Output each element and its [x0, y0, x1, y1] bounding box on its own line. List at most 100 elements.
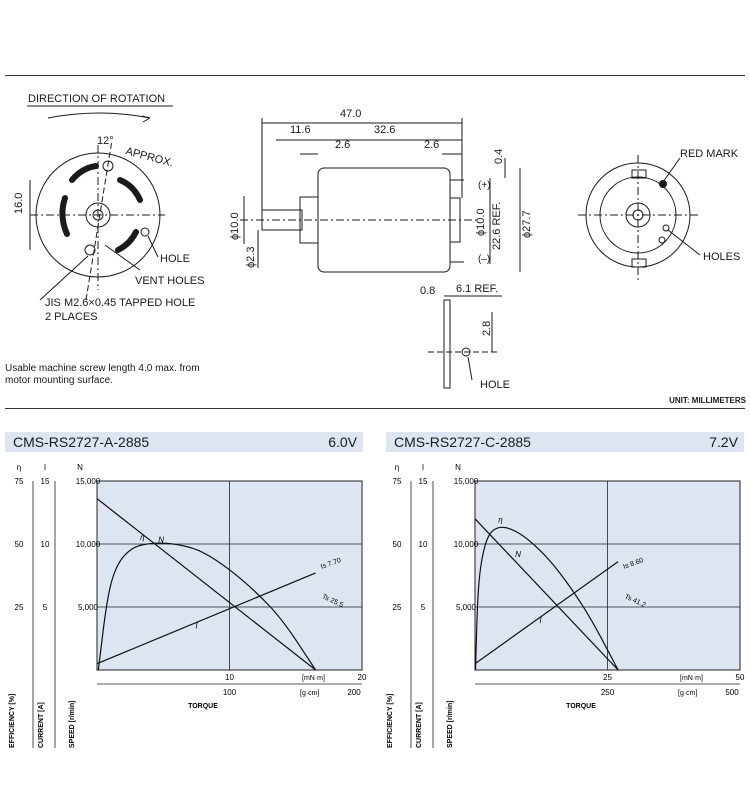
dim32-label: 32.6: [374, 124, 395, 136]
chart-a-series-efficiency: [97, 542, 317, 671]
chart-a-xlabel: TORQUE: [188, 703, 218, 710]
tapped-hole-label: JIS M2.6×0.45 TAPPED HOLE: [45, 297, 195, 309]
dim2b-label: 2.6: [424, 139, 439, 151]
vent-slot-left: [59, 195, 70, 237]
chart-b-efficiency-label: EFFICIENCY [%]: [387, 694, 394, 748]
chart-b-efficiency-tick-0: 25: [393, 603, 402, 612]
leader-hole2: [467, 356, 473, 381]
front-left-hole: [140, 227, 150, 237]
chart-b-series-label-current: I: [539, 616, 542, 625]
vent-slot-upper: [117, 177, 143, 203]
chart-a-xunit-g: [g·cm]: [300, 690, 320, 697]
rear-hole-b: [658, 236, 666, 244]
dim2a-label: 2.6: [335, 139, 350, 151]
chart-a-current-tick-2: 15: [41, 477, 50, 486]
dim16-label: 16.0: [13, 193, 25, 214]
direction-label: DIRECTION OF ROTATION: [28, 93, 165, 105]
chart-a-efficiency-tick-1: 50: [15, 540, 24, 549]
chart-b-voltage: 7.2V: [709, 434, 738, 450]
chart-a-title-bar: CMS-RS2727-A-2885 6.0V: [5, 432, 363, 452]
chart-a-current-symbol: I: [44, 463, 46, 472]
chart-a-efficiency-symbol: η: [17, 463, 21, 472]
red-mark-label: RED MARK: [680, 148, 739, 160]
minus-label: (–): [478, 254, 490, 265]
chart-b-speed-symbol: N: [455, 463, 461, 472]
rotation-arrow-head: [141, 115, 151, 123]
middle-rule: [5, 408, 745, 409]
chart-b-xunit-mn: [mN·m]: [680, 675, 703, 682]
red-mark-dot: [659, 180, 667, 188]
dim08-label: 0.8: [420, 285, 435, 297]
dim22-label: 22.6 REF.: [491, 202, 503, 250]
plus-label: (+): [478, 180, 491, 191]
tapped-hole-axis: [85, 139, 113, 301]
chart-a-series-current: [96, 572, 316, 665]
chart-b-series-label-efficiency: η: [498, 515, 503, 524]
hole2-label: HOLE: [480, 379, 510, 391]
rotation-arrow: [47, 112, 151, 119]
chart-b-title-bar: CMS-RS2727-C-2885 7.2V: [386, 432, 744, 452]
chart-b-xlabel: TORQUE: [566, 703, 596, 710]
chart-b-xtick-g-1: 500: [725, 688, 739, 697]
chart-b-title: CMS-RS2727-C-2885: [394, 434, 531, 450]
chart-b-speed-label: SPEED [r/min]: [447, 701, 454, 748]
chart-a-title: CMS-RS2727-A-2885: [13, 434, 150, 450]
rear-terminal-top: [631, 169, 647, 179]
dim47-label: 47.0: [340, 108, 361, 120]
chart-a-efficiency-tick-2: 75: [15, 477, 24, 486]
chart-b-efficiency-symbol: η: [395, 463, 399, 472]
chart-a-current-tick-1: 10: [41, 540, 50, 549]
phi10-right-label: ϕ10.0: [475, 208, 487, 236]
chart-b-speed-tick-2: 15,000: [454, 477, 479, 486]
dim61-label: 6.1 REF.: [456, 283, 498, 295]
vent-slot-top: [69, 163, 99, 183]
rear-terminal-bottom: [631, 258, 647, 268]
chart-a-efficiency-tick-0: 25: [15, 603, 24, 612]
tapped-hole-top: [102, 160, 114, 172]
chart-b-xunit-g: [g·cm]: [678, 690, 698, 697]
chart-a-speed-tick-1: 10,000: [76, 540, 101, 549]
dim04-label: 0.4: [493, 149, 505, 164]
chart-a-speed-tick-0: 5,000: [78, 603, 99, 612]
leader-hole: [147, 235, 159, 258]
chart-b-current-tick-1: 10: [419, 540, 428, 549]
chart-a-series-label-current: I: [195, 621, 198, 630]
phi10-left-label: ϕ10.0: [229, 212, 241, 240]
chart-b-current-label: CURRENT [A]: [416, 702, 423, 748]
tapped-hole-bottom: [84, 244, 96, 256]
chart-b-series-speed: [474, 518, 619, 671]
places-label: 2 PLACES: [45, 311, 98, 323]
chart-b-efficiency-tick-2: 75: [393, 477, 402, 486]
hole-label: HOLE: [160, 253, 190, 265]
dim11-label: 11.6: [290, 124, 311, 136]
chart-a-speed-tick-2: 15,000: [76, 477, 101, 486]
vent-holes-label: VENT HOLES: [135, 275, 205, 287]
holes-label: HOLES: [703, 251, 740, 263]
screw-note-line1: Usable machine screw length 4.0 max. fro…: [5, 363, 200, 374]
chart-b-efficiency-tick-1: 50: [393, 540, 402, 549]
chart-a-xtick-g-1: 200: [347, 688, 361, 697]
chart-a-current-label: CURRENT [A]: [38, 702, 45, 748]
chart-a-xunit-mn: [mN·m]: [302, 675, 325, 682]
chart-a-series-speed: [96, 498, 316, 671]
screw-note-line2: motor mounting surface.: [5, 375, 113, 386]
technical-drawing: DIRECTION OF ROTATION 12° APPROX. 16.0 H…: [13, 93, 740, 391]
chart-a-speed-symbol: N: [77, 463, 83, 472]
phi2-label: ϕ2.3: [245, 247, 257, 268]
top-rule: [5, 75, 745, 76]
chart-a-xtick-mn-1: 20: [358, 673, 367, 682]
chart-b-current-tick-2: 15: [419, 477, 428, 486]
unit-label: UNIT: MILLIMETERS: [669, 396, 746, 405]
chart-a-current-tick-0: 5: [43, 603, 48, 612]
chart-b-xtick-mn-0: 25: [603, 673, 612, 682]
chart-b-series-current: [474, 561, 619, 665]
chart-b-current-tick-0: 5: [421, 603, 426, 612]
chart-b-speed-tick-1: 10,000: [454, 540, 479, 549]
terminal-detail: [443, 299, 451, 389]
leader-vent: [104, 244, 141, 271]
chart-a-series-label-efficiency: η: [140, 533, 145, 542]
leader-red-mark: [662, 157, 681, 183]
rear-hole-a: [662, 224, 670, 232]
